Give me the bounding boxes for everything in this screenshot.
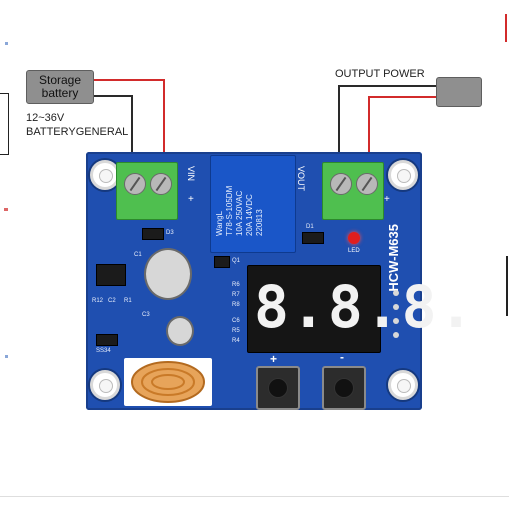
label-d1: D1 <box>306 224 314 230</box>
label-d3: D3 <box>166 230 174 236</box>
battery-general-label: BATTERYGENERAL <box>26 126 129 138</box>
label-r12: R12 <box>92 298 104 304</box>
relay-line-1: WangL <box>215 210 224 236</box>
label-r7: R7 <box>232 292 240 298</box>
relay-line-3: 10A 250VAC <box>235 190 244 236</box>
capacitor-large <box>144 248 192 300</box>
voltage-label: 12~36V <box>26 112 65 124</box>
display-dot-4 <box>393 332 399 338</box>
button-plus-label: + <box>270 352 278 366</box>
display-dot-1 <box>393 290 399 296</box>
display-digits: 8.8.8. <box>254 273 476 341</box>
label-r8: R8 <box>232 302 240 308</box>
right-bracket <box>506 256 508 316</box>
right-marker <box>505 14 507 42</box>
label-ss34: SS34 <box>96 348 111 354</box>
status-led <box>348 232 360 244</box>
output-red-wire <box>368 96 436 170</box>
output-screw-right <box>356 173 378 195</box>
label-q1: Q1 <box>232 258 241 264</box>
vin-label: VIN <box>186 166 196 182</box>
diode-ss34 <box>96 334 118 346</box>
label-r1: R1 <box>124 298 132 304</box>
plus-button[interactable] <box>256 366 300 410</box>
vin-plus: + <box>188 194 194 205</box>
vout-plus: + <box>384 194 390 205</box>
label-r5: R5 <box>232 328 240 334</box>
ic-chip <box>96 264 126 286</box>
output-screw-left <box>330 173 352 195</box>
left-bracket <box>0 93 9 155</box>
display-dot-3 <box>393 318 399 324</box>
relay-line-2: T78-S-105DM <box>225 185 234 236</box>
coil-drawing <box>131 361 205 403</box>
label-c3: C3 <box>142 312 150 318</box>
input-screw-right <box>150 173 172 195</box>
output-terminal <box>322 162 384 220</box>
mount-hole-bottom-left <box>90 370 120 400</box>
input-terminal <box>116 162 178 220</box>
inductor-coil <box>124 358 212 406</box>
label-c1: C1 <box>134 252 142 258</box>
input-screw-left <box>124 173 146 195</box>
vout-label: VOUT <box>296 166 306 192</box>
label-c2: C2 <box>108 298 116 304</box>
led-label: LED <box>348 248 360 254</box>
left-marker <box>5 42 8 45</box>
battery-red-wire <box>93 79 165 170</box>
storage-label-line2: battery <box>41 86 79 100</box>
mount-hole-top-right <box>388 160 418 190</box>
label-r4: R4 <box>232 338 240 344</box>
button-minus-label: - <box>340 350 344 364</box>
label-r6: R6 <box>232 282 240 288</box>
capacitor-small <box>166 316 194 346</box>
relay-markings: WangL T78-S-105DM 10A 250VAC 20A 14VDC 2… <box>215 156 283 236</box>
diode-d1 <box>302 232 324 244</box>
relay-line-4: 20A 14VDC <box>245 194 254 236</box>
display-dot-2 <box>393 304 399 310</box>
mount-hole-bottom-right <box>388 370 418 400</box>
left-marker-2 <box>4 208 8 211</box>
minus-button[interactable] <box>322 366 366 410</box>
relay: WangL T78-S-105DM 10A 250VAC 20A 14VDC 2… <box>210 155 296 253</box>
output-load-box <box>436 77 482 107</box>
diode-d3 <box>142 228 164 240</box>
label-c6: C6 <box>232 318 240 324</box>
output-power-label: OUTPUT POWER <box>335 68 425 80</box>
transistor-q1 <box>214 256 230 268</box>
relay-line-5: 220813 <box>255 209 264 236</box>
storage-label-line1: Storage <box>38 73 82 87</box>
output-black-wire <box>338 85 436 170</box>
storage-battery-box: Storage battery <box>26 70 94 104</box>
footer-divider <box>0 496 509 497</box>
seven-segment-display: 8.8.8. <box>247 265 474 353</box>
left-marker-3 <box>5 355 8 358</box>
battery-black-wire <box>93 95 133 170</box>
